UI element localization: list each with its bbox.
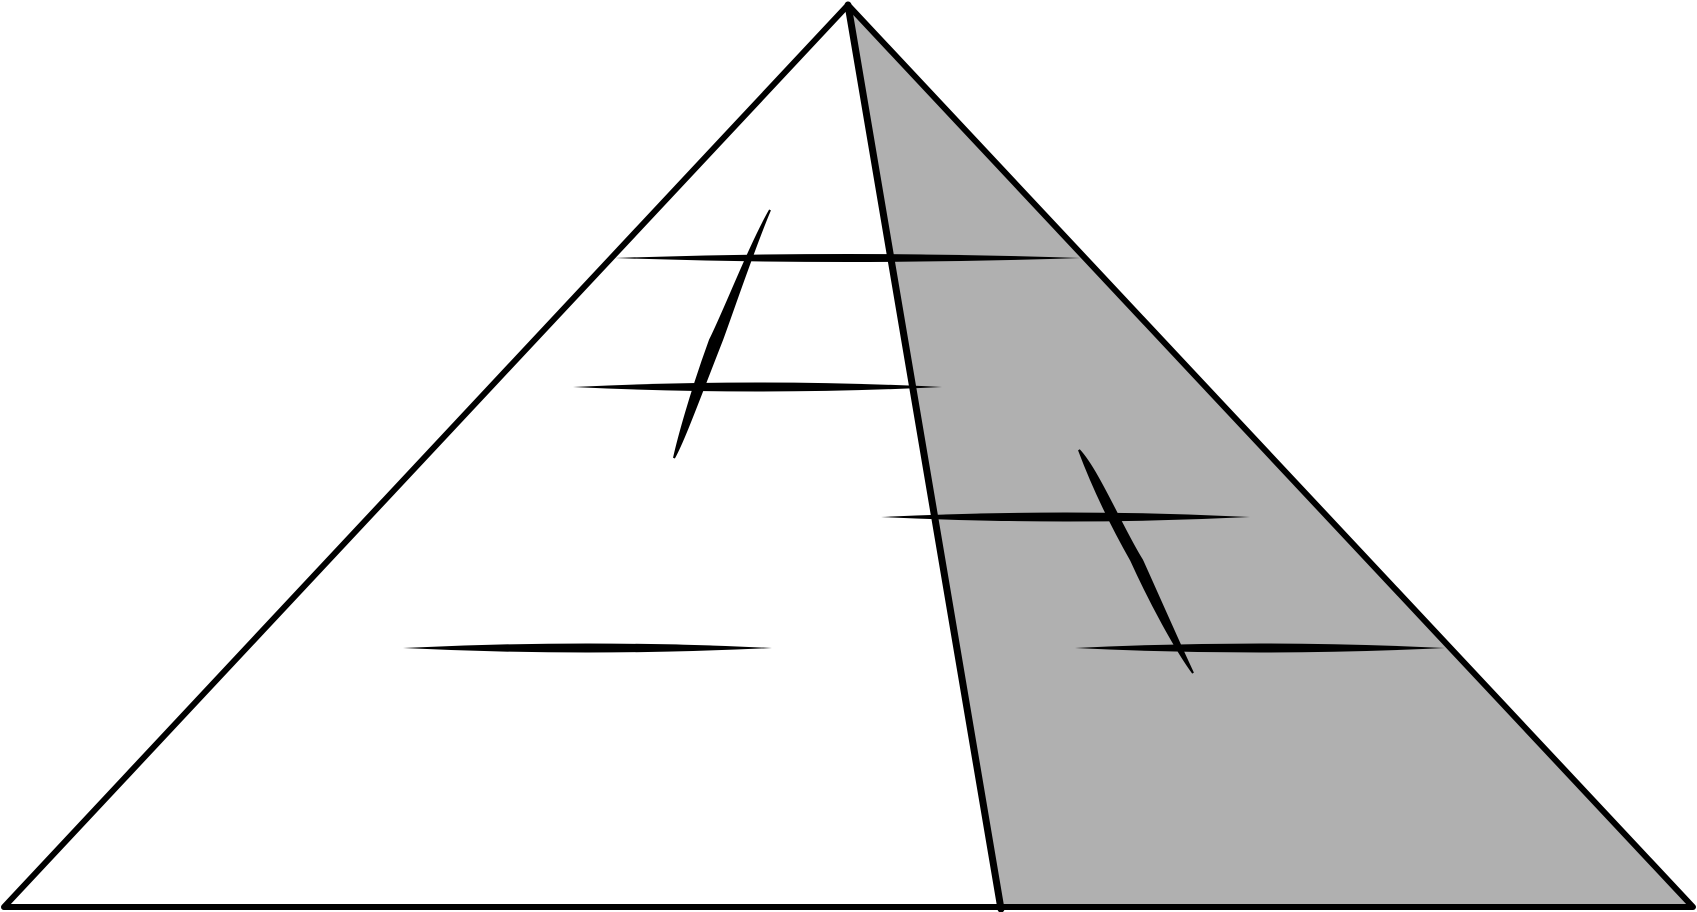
horizontal-stroke-1 — [615, 254, 1081, 262]
diagonal-stroke-2 — [1078, 449, 1194, 674]
pyramid-ridge-edge — [844, 1, 1005, 912]
pyramid-left-face — [4, 5, 999, 907]
horizontal-stroke-3 — [881, 512, 1250, 522]
horizontal-stroke-2 — [573, 382, 942, 392]
diagonal-stroke-1 — [673, 209, 771, 459]
horizontal-stroke-5 — [1075, 643, 1445, 653]
horizontal-stroke-4 — [403, 643, 772, 653]
